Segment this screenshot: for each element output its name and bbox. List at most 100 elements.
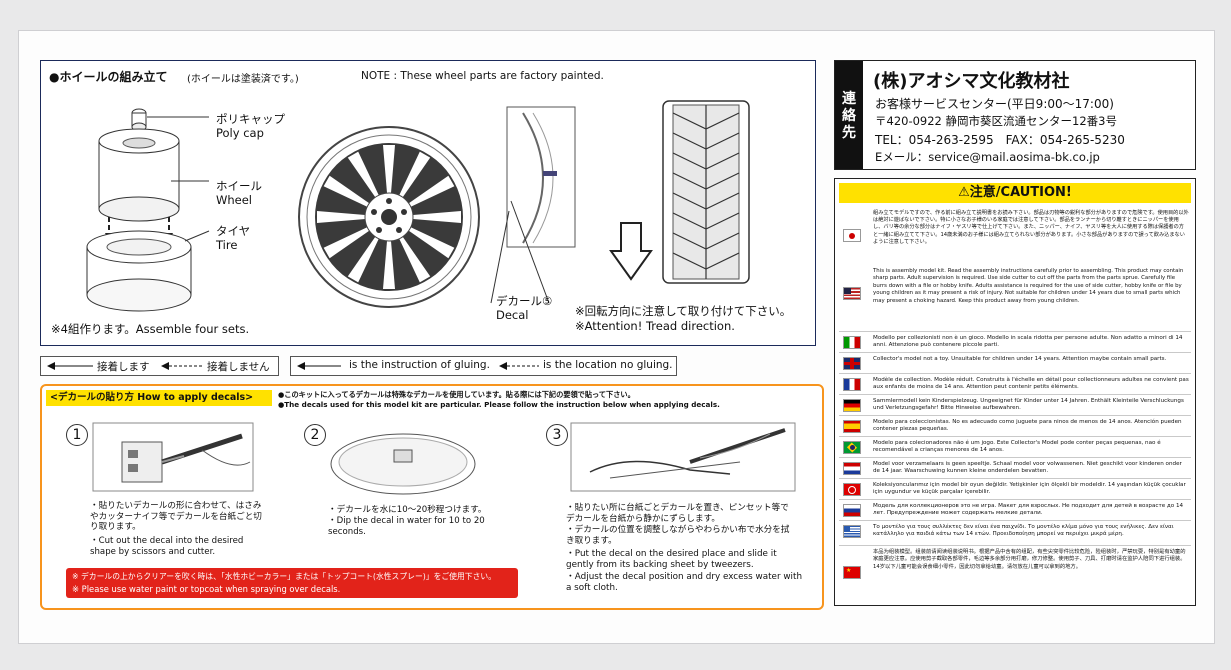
- tire-label-jp: タイヤ: [216, 224, 251, 238]
- caution-text-fr: Modèle de collection. Modèle réduit. Con…: [873, 377, 1189, 390]
- company-name: (株)アオシマ文化教材社: [873, 71, 1070, 92]
- legend-jp-glue: 接着します: [97, 361, 150, 373]
- glue-arrow-icon: [297, 362, 341, 370]
- caution-row-cn: ★ 本品为组装模型。组装前请阅读组装说明书。根据产品中含有的组配，有些尖突零件比…: [839, 545, 1191, 602]
- glue-arrow-icon: [47, 362, 93, 370]
- caution-box: ⚠注意/CAUTION! 組み立てモデルですので、作る前に組み立て説明書をお読み…: [834, 178, 1196, 606]
- tread-direction-arrow-icon: [609, 222, 653, 281]
- company-address: 〒420-0922 静岡市葵区流通センター12番3号: [875, 114, 1117, 128]
- step-3-text-en1: ・Put the decal on the desired place and …: [566, 549, 777, 570]
- step-2-text-en: ・Dip the decal in water for 10 to 20 sec…: [328, 516, 485, 537]
- step-3-number: 3: [546, 424, 568, 446]
- contact-vertical-label: 連絡先: [842, 91, 856, 141]
- caution-row-nl: Model voor verzamelaars is geen speeltje…: [839, 457, 1191, 479]
- assembly-title: ●ホイールの組み立て: [49, 70, 168, 84]
- caution-text-es: Modelo para coleccionistas. No es adecua…: [873, 419, 1182, 432]
- caution-text-gb: Collector's model not a toy. Unsuitable …: [873, 356, 1167, 362]
- legend-en-glue: is the instruction of gluing.: [349, 359, 490, 371]
- decal-label-en: Decal: [496, 308, 529, 322]
- caution-row-fr: Modèle de collection. Modèle réduit. Con…: [839, 373, 1191, 395]
- tire-tread-illustration: [662, 100, 750, 284]
- no-glue-arrow-icon: [161, 362, 203, 370]
- glue-legend-jp: 接着します 接着しません: [40, 356, 279, 376]
- step-2-illustration: [330, 433, 476, 495]
- spray-warning-en: ※ Please use water paint or topcoat when…: [72, 584, 341, 594]
- caution-text-nl: Model voor verzamelaars is geen speeltje…: [873, 461, 1182, 474]
- tread-direction-jp: ※回転方向に注意して取り付けて下さい。: [575, 304, 792, 318]
- step-1-illustration: [92, 422, 254, 492]
- caution-row-de: Sammlermodell kein Kinderspielzeug. Unge…: [839, 394, 1191, 416]
- brazil-flag-icon: [843, 441, 861, 454]
- france-flag-icon: [843, 378, 861, 391]
- caution-title: ⚠注意/CAUTION!: [839, 183, 1191, 203]
- usa-flag-icon: [843, 287, 861, 300]
- germany-flag-icon: [843, 399, 861, 412]
- caution-row-es: Modelo para coleccionistas. No es adecua…: [839, 415, 1191, 437]
- step-2-text-jp: ・デカールを水に10〜20秒程つけます。: [328, 505, 487, 515]
- italy-flag-icon: [843, 336, 861, 349]
- caution-row-gb: Collector's model not a toy. Unsuitable …: [839, 352, 1191, 374]
- turkey-flag-icon: [843, 483, 861, 496]
- step-1-number: 1: [66, 424, 88, 446]
- company-phone-fax: TEL：054-263-2595 FAX：054-265-5230: [875, 133, 1125, 147]
- tire-label-en: Tire: [216, 238, 238, 252]
- contact-vertical-bar: 連絡先: [835, 61, 863, 169]
- china-flag-icon: ★: [843, 566, 861, 579]
- assembly-box: ●ホイールの組み立て (ホイールは塗装済です。) NOTE : These wh…: [40, 60, 816, 346]
- caution-row-gr: Το μοντέλο για τους συλλέκτες δεν είναι …: [839, 520, 1191, 542]
- caution-text-it: Modello per collezionisti non è un gioco…: [873, 335, 1183, 348]
- glue-legend-en: is the instruction of gluing. is the loc…: [290, 356, 677, 376]
- netherlands-flag-icon: [843, 462, 861, 475]
- caution-text-jp: 組み立てモデルですので、作る前に組み立て説明書をお読み下さい。部品は刃物等の鋭利…: [873, 210, 1189, 245]
- wheel-face-illustration: [298, 126, 480, 308]
- no-glue-arrow-icon: [499, 362, 539, 370]
- contact-box: 連絡先 (株)アオシマ文化教材社 お客様サービスセンター(平日9:00〜17:0…: [834, 60, 1196, 170]
- caution-row-ru: Модель для коллекционеров это не игра. М…: [839, 499, 1191, 521]
- decal-instructions-box: <デカールの貼り方 How to apply decals> ●このキットに入っ…: [40, 384, 824, 610]
- step-1-text-jp: ・貼りたいデカールの形に合わせて、はさみやカッターナイフ等でデカールを台紙ごと切…: [90, 501, 262, 532]
- legend-en-noglue: is the location no gluing.: [543, 359, 673, 371]
- legend-jp-noglue: 接着しません: [207, 361, 270, 373]
- decal-header: <デカールの貼り方 How to apply decals>: [46, 390, 272, 406]
- step-2-number: 2: [304, 424, 326, 446]
- caution-row-tr: Koleksiyoncularımız için model bir oyun …: [839, 478, 1191, 500]
- caution-text-gr: Το μοντέλο για τους συλλέκτες δεν είναι …: [873, 524, 1174, 537]
- step-1-text-en: ・Cut out the decal into the desired shap…: [90, 536, 244, 557]
- caution-text-tr: Koleksiyoncularımız için model bir oyun …: [873, 482, 1186, 495]
- caution-row-br: Modelo para colecionadores não é um jogo…: [839, 436, 1191, 458]
- caution-row-it: Modello per collezionisti non è un gioco…: [839, 331, 1191, 353]
- step-3-illustration: [570, 422, 796, 492]
- assembly-note-en: NOTE : These wheel parts are factory pai…: [361, 70, 604, 82]
- wheel-label-en: Wheel: [216, 193, 253, 207]
- assemble-four-note: ※4組作ります。Assemble four sets.: [51, 322, 250, 336]
- caution-row-en: This is assembly model kit. Read the ass…: [839, 265, 1191, 331]
- caution-text-ru: Модель для коллекционеров это не игра. М…: [873, 503, 1184, 516]
- polycap-label-jp: ポリキャップ: [216, 112, 285, 126]
- caution-text-de: Sammlermodell kein Kinderspielzeug. Unge…: [873, 398, 1184, 411]
- caution-row-jp: 組み立てモデルですので、作る前に組み立て説明書をお読み下さい。部品は刃物等の鋭利…: [839, 207, 1191, 267]
- step-3-text-en2: ・Adjust the decal position and dry exces…: [566, 572, 803, 593]
- spray-warning-banner: ※ デカールの上からクリアーを吹く時は、「水性ホビーカラー」または「トップコート…: [66, 568, 518, 598]
- company-email: Eメール：service@mail.aosima-bk.co.jp: [875, 150, 1100, 164]
- caution-text-br: Modelo para colecionadores não é um jogo…: [873, 440, 1161, 453]
- wheel-label-jp: ホイール: [216, 179, 262, 193]
- caution-text-cn: 本品为组装模型。组装前请阅读组装说明书。根据产品中含有的组配，有些尖突零件比较危…: [873, 549, 1186, 570]
- caution-text-en: This is assembly model kit. Read the ass…: [873, 268, 1184, 304]
- tread-direction-en: ※Attention! Tread direction.: [575, 319, 735, 333]
- decal-leader-line: [490, 200, 550, 304]
- decal-header-jp: ●このキットに入ってるデカールは特殊なデカールを使用しています。貼る際には下記の…: [278, 390, 635, 399]
- spray-warning-jp: ※ デカールの上からクリアーを吹く時は、「水性ホビーカラー」または「トップコート…: [72, 572, 496, 581]
- service-center: お客様サービスセンター(平日9:00〜17:00): [875, 97, 1114, 111]
- assembly-note-jp: (ホイールは塗装済です。): [187, 74, 299, 85]
- greece-flag-icon: [843, 525, 861, 538]
- russia-flag-icon: [843, 504, 861, 517]
- japan-flag-icon: [843, 229, 861, 242]
- polycap-label-en: Poly cap: [216, 126, 264, 140]
- step-3-text-jp1: ・貼りたい所に台紙ごとデカールを置き、ピンセット等でデカールを台紙から静かにずら…: [566, 503, 789, 524]
- uk-flag-icon: [843, 357, 861, 370]
- wheel-side-illustration: [506, 106, 576, 248]
- decal-label-jp: デカール⑤: [496, 294, 553, 308]
- decal-header-en: ●The decals used for this model kit are …: [278, 400, 720, 409]
- wheel-assembly-diagram: [86, 108, 210, 312]
- spain-flag-icon: [843, 420, 861, 433]
